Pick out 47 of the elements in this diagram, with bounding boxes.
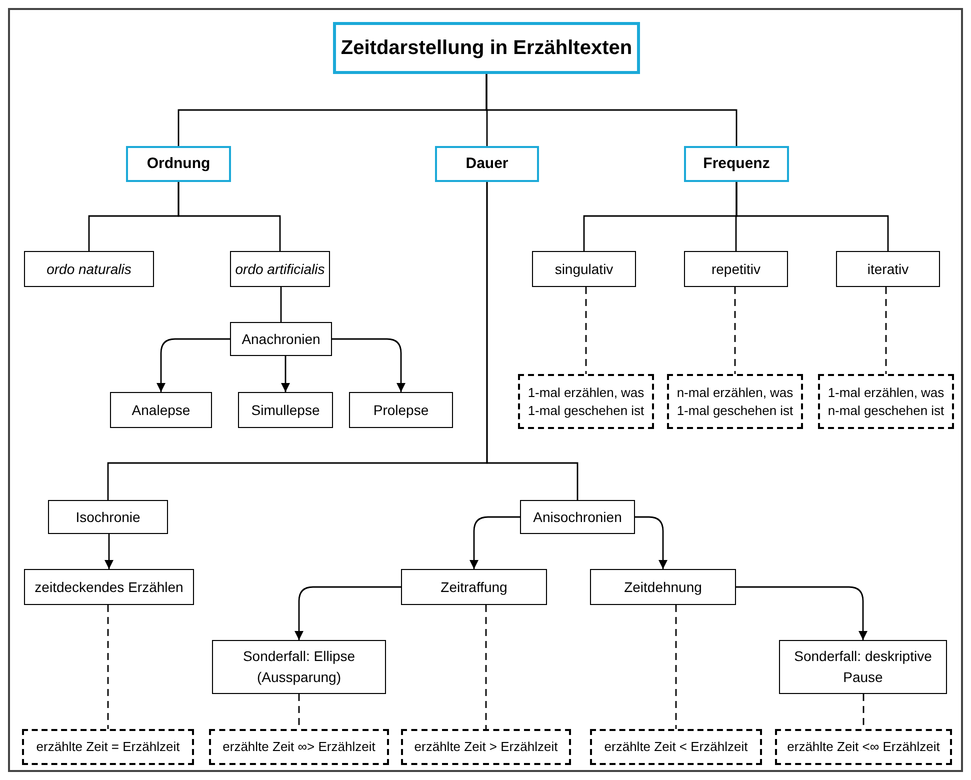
dashed-connector xyxy=(734,287,736,374)
connector-line xyxy=(736,182,889,251)
category-box: Ordnung xyxy=(126,146,231,182)
definition-box: erzählte Zeit = Erzählzeit xyxy=(22,729,194,765)
concept-box: iterativ xyxy=(836,251,940,287)
dashed-connector xyxy=(675,605,677,729)
arrow xyxy=(294,586,401,640)
arrow xyxy=(281,356,290,392)
arrow xyxy=(156,338,230,392)
concept-box: Sonderfall: Ellipse (Aussparung) xyxy=(212,640,386,694)
concept-box: Isochronie xyxy=(48,500,168,534)
arrow xyxy=(470,516,520,569)
concept-box: Zeitdehnung xyxy=(590,569,736,605)
concept-box: singulativ xyxy=(532,251,636,287)
connector-line xyxy=(486,182,578,500)
category-box: Frequenz xyxy=(684,146,789,182)
definition-box: n-mal erzählen, was 1-mal geschehen ist xyxy=(667,374,803,429)
connector-line xyxy=(486,74,738,146)
definition-box: erzählte Zeit <∞ Erzählzeit xyxy=(775,729,952,765)
definition-box: 1-mal erzählen, was 1-mal geschehen ist xyxy=(518,374,654,429)
arrow xyxy=(332,338,406,392)
title-box: Zeitdarstellung in Erzähltexten xyxy=(333,22,640,74)
concept-box: Analepse xyxy=(110,392,212,428)
dashed-connector xyxy=(585,287,587,374)
concept-box: Anisochronien xyxy=(520,500,635,534)
connector-line xyxy=(280,287,282,322)
concept-box: zeitdeckendes Erzählen xyxy=(24,569,194,605)
dashed-connector xyxy=(107,605,109,729)
arrow xyxy=(736,586,868,640)
definition-box: erzählte Zeit < Erzählzeit xyxy=(590,729,762,765)
arrow xyxy=(104,534,114,569)
concept-box: repetitiv xyxy=(684,251,788,287)
arrow xyxy=(635,516,668,569)
concept-box: Anachronien xyxy=(230,322,332,356)
concept-box: ordo artificialis xyxy=(230,251,330,287)
category-box: Dauer xyxy=(435,146,539,182)
concept-box: Zeitraffung xyxy=(401,569,547,605)
concept-box: Prolepse xyxy=(349,392,453,428)
connector-line xyxy=(178,182,281,251)
concept-box: Simullepse xyxy=(238,392,333,428)
definition-box: erzählte Zeit ∞> Erzählzeit xyxy=(209,729,389,765)
dashed-connector xyxy=(485,605,487,729)
definition-box: 1-mal erzählen, was n-mal geschehen ist xyxy=(818,374,954,429)
definition-box: erzählte Zeit > Erzählzeit xyxy=(401,729,571,765)
concept-box: Sonderfall: deskriptive Pause xyxy=(779,640,947,694)
concept-box: ordo naturalis xyxy=(24,251,154,287)
dashed-connector xyxy=(885,287,887,374)
